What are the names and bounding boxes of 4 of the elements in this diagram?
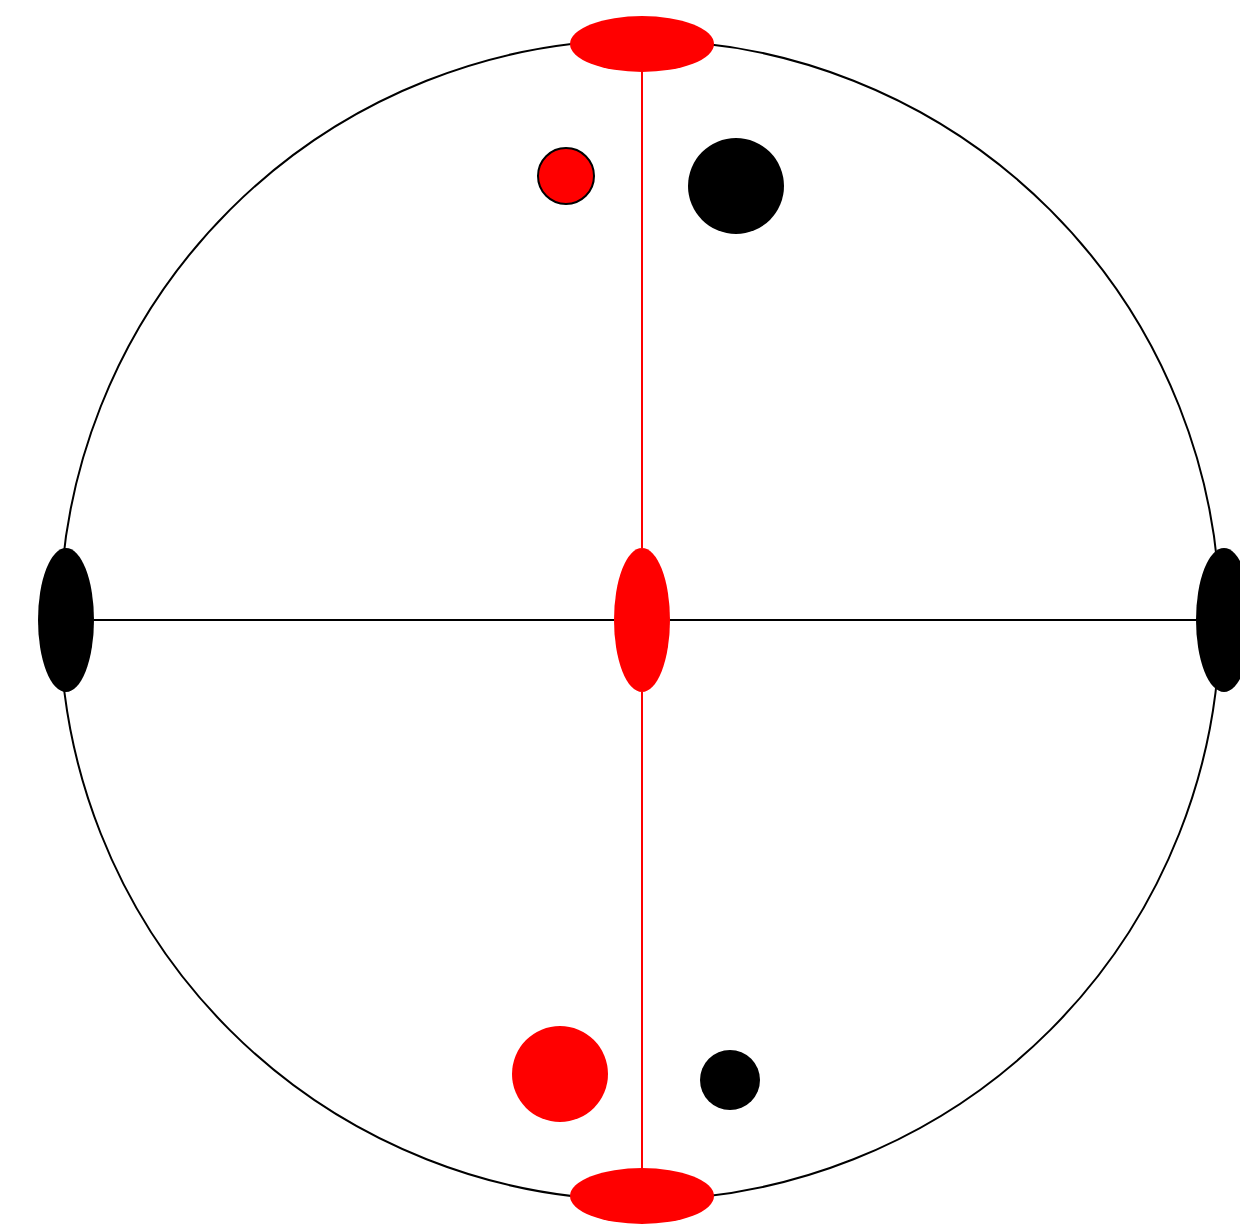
connector-line xyxy=(641,691,643,1169)
connector-line xyxy=(93,619,615,621)
connector-line xyxy=(669,619,1197,621)
connector-line xyxy=(641,71,643,549)
